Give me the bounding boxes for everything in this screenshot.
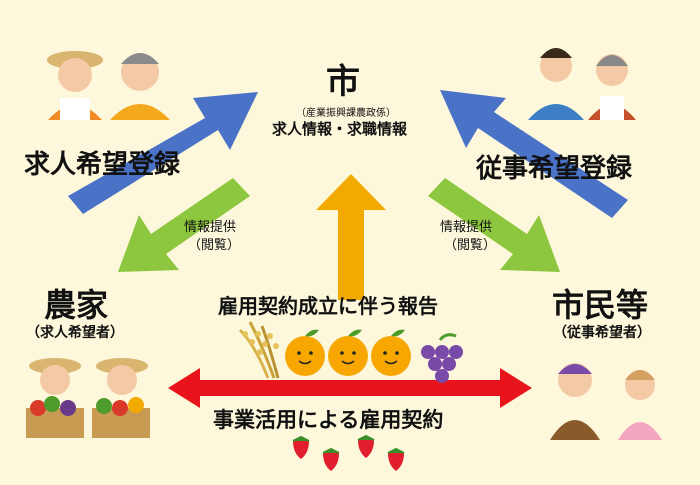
farmer-role: （求人希望者）: [26, 325, 124, 341]
citizen-couple-top-icon: [528, 48, 636, 120]
city-title: 市: [326, 62, 360, 102]
report-label: 雇用契約成立に伴う報告: [218, 294, 438, 318]
info-left-line2: （閲覧）: [188, 238, 241, 253]
farmer-name: 農家: [44, 286, 109, 324]
blue-arrow-right: [440, 90, 628, 218]
grapes-icon: [421, 333, 463, 383]
farmer-couple-bottom-icon: [26, 358, 150, 438]
green-arrow-right: [428, 178, 560, 272]
info-right-line1: 情報提供: [440, 220, 493, 235]
contract-label: 事業活用による雇用契約: [213, 408, 444, 432]
info-right-line2: （閲覧）: [444, 238, 497, 253]
green-arrow-left: [118, 178, 250, 272]
blue-arrow-left: [68, 92, 258, 214]
farmer-couple-top-icon: [47, 51, 170, 120]
orange-arrow-up: [316, 174, 386, 300]
citizen-couple-bottom-icon: [550, 363, 662, 440]
city-subtitle: 求人情報・求職情報: [272, 120, 408, 138]
citizen-role: （従事希望者）: [553, 325, 651, 341]
strawberry-icon: [292, 434, 405, 471]
left-action-label: 求人希望登録: [24, 150, 181, 180]
city-department: （産業振興課農政係）: [296, 108, 396, 119]
right-action-label: 従事希望登録: [476, 154, 633, 184]
red-double-arrow: [168, 368, 532, 408]
info-left-line1: 情報提供: [184, 220, 237, 235]
citizen-name: 市民等: [552, 286, 649, 324]
orange-fruit-icon: [285, 329, 411, 376]
rice-icon: [238, 321, 280, 379]
